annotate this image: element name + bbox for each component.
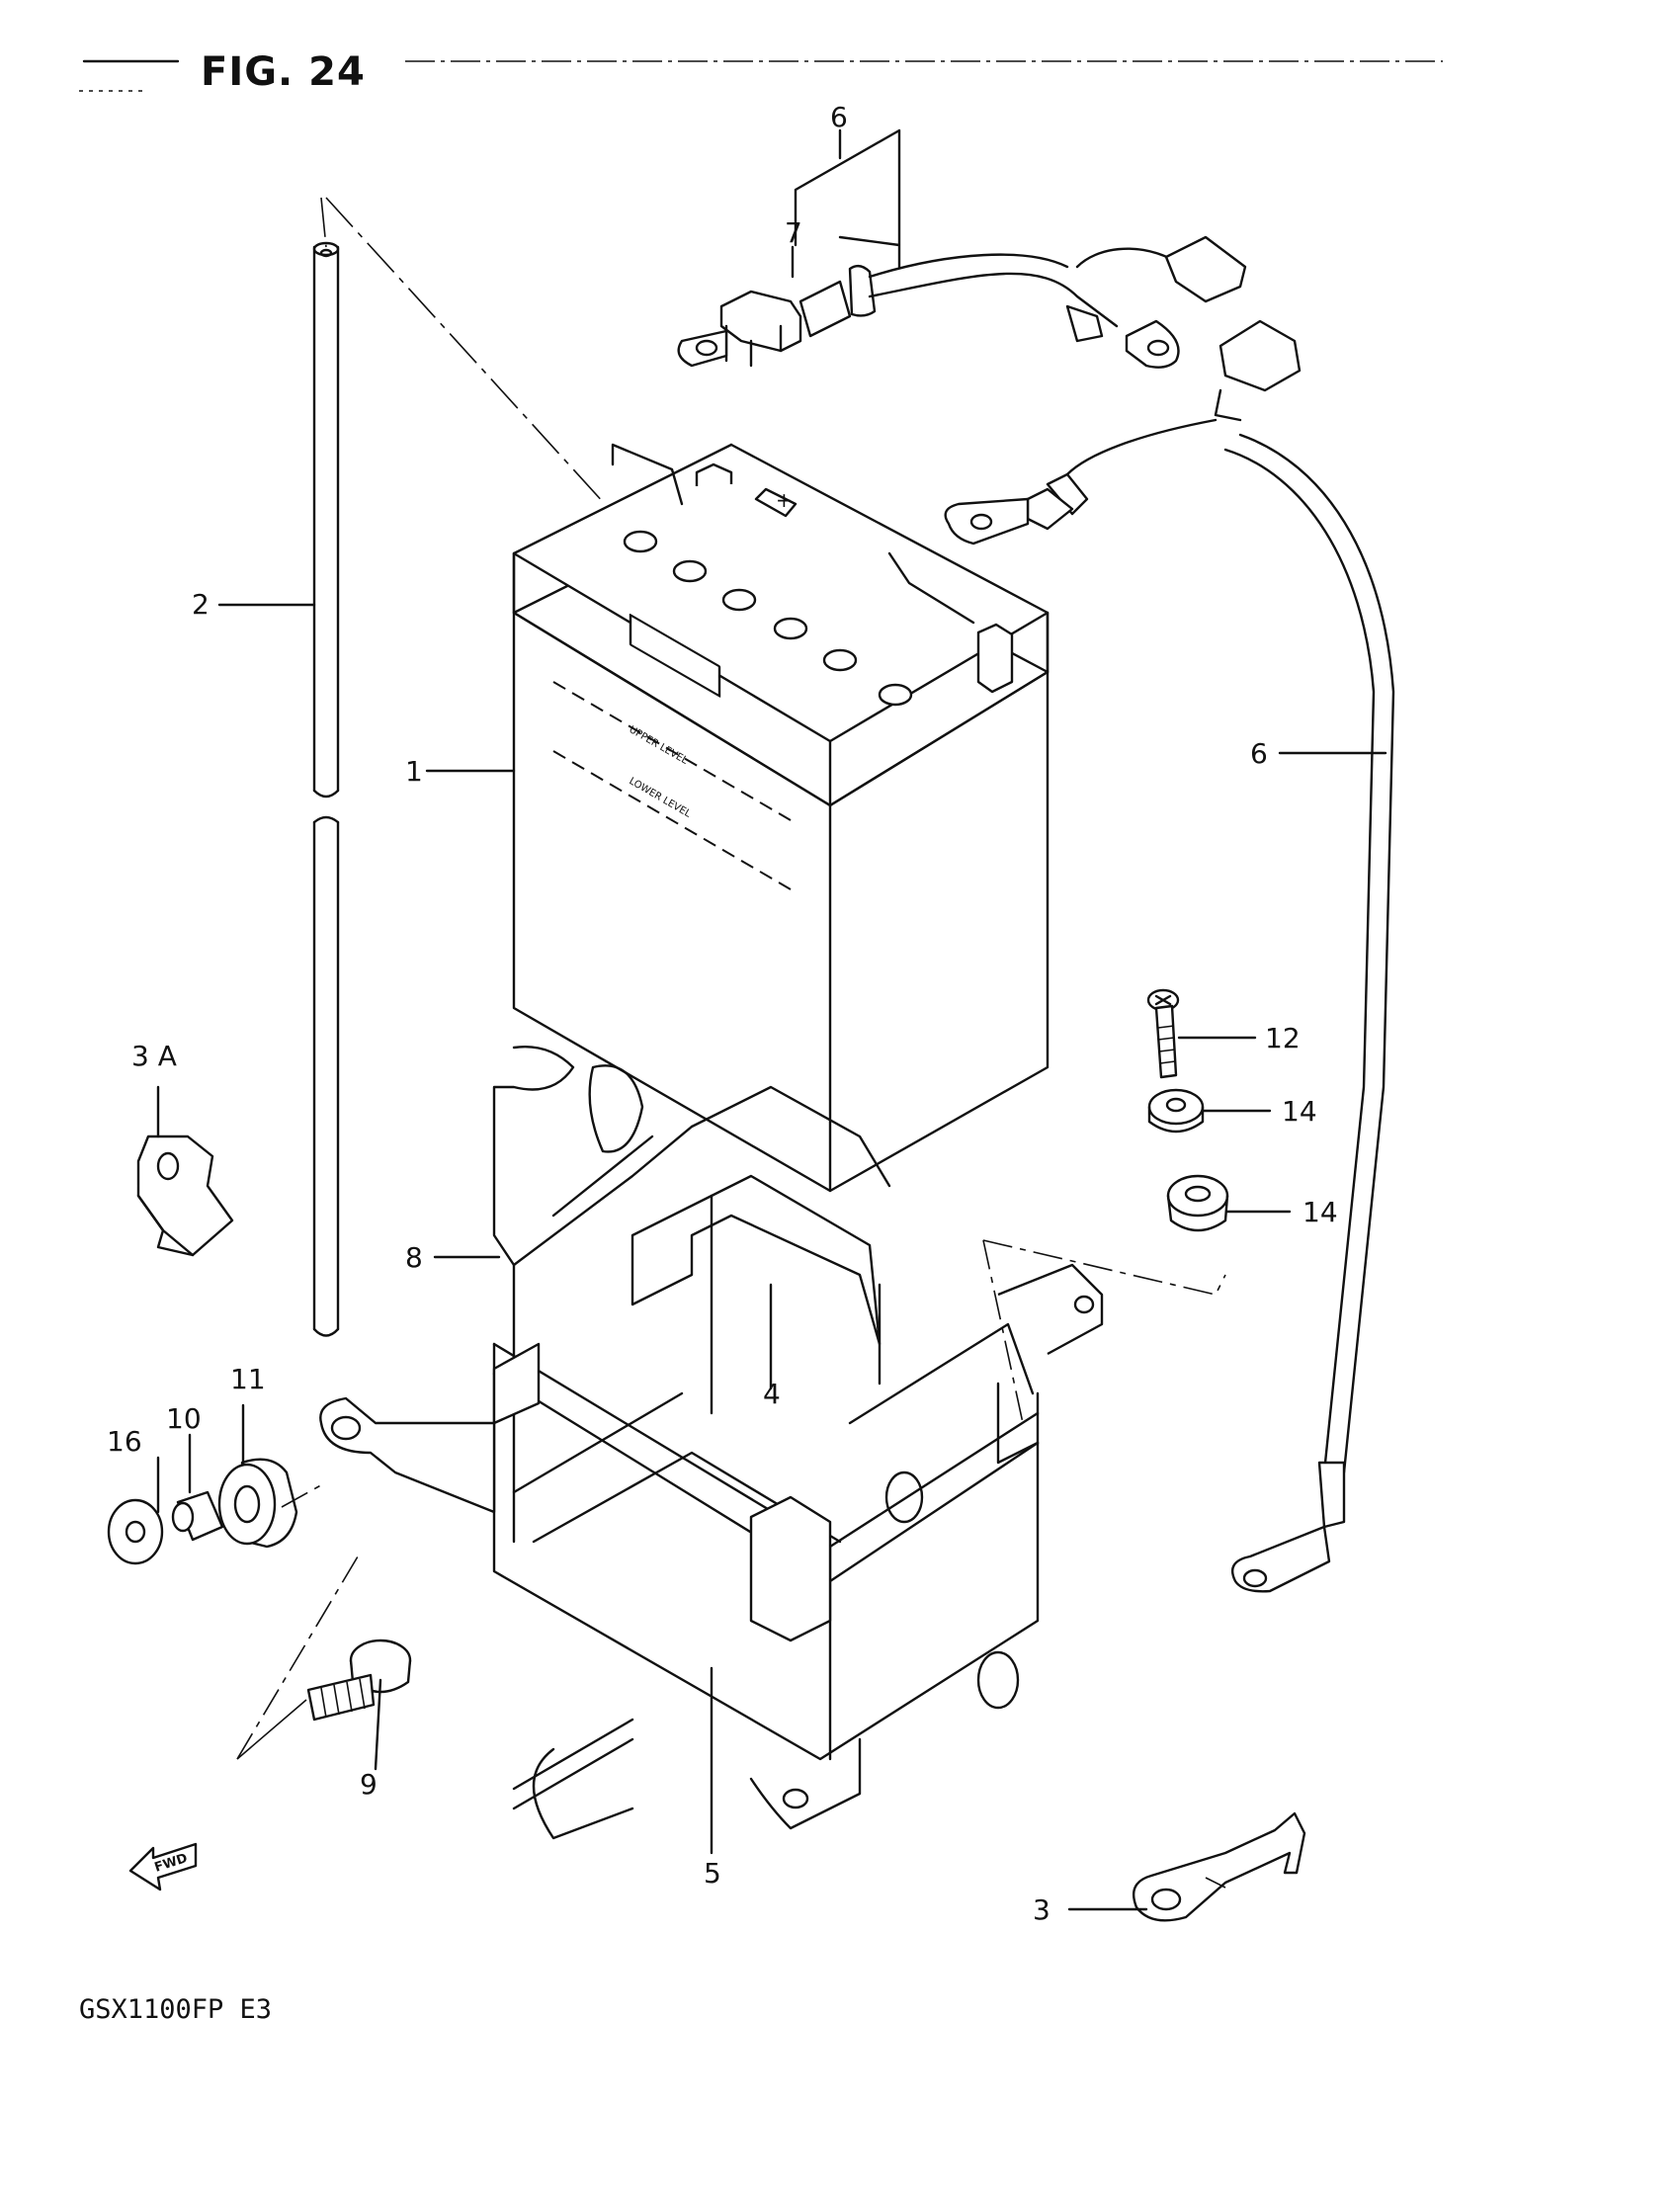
assembly-guide-lines bbox=[236, 1239, 1226, 1760]
part-1-battery: + UPPER LEVEL LOWER LEVEL bbox=[512, 443, 1050, 1193]
leader-lines bbox=[156, 128, 1387, 1911]
callout-6-label: 6 bbox=[1250, 737, 1268, 770]
part-4-retainer bbox=[630, 1174, 882, 1415]
battery-case-callout: 5 bbox=[704, 1857, 721, 1890]
callout-13-label: 12 bbox=[1265, 1022, 1301, 1054]
part-11-collar bbox=[171, 1490, 224, 1542]
part-12-grommet bbox=[217, 1458, 298, 1549]
part-3-clamp bbox=[1132, 1811, 1306, 1922]
callout-8-label: 7 bbox=[785, 216, 802, 249]
callout-3-label: 3 bbox=[1033, 1893, 1050, 1926]
header-rules bbox=[79, 59, 1443, 92]
part-16-washer bbox=[107, 1498, 164, 1565]
callout-12-label: 11 bbox=[230, 1363, 266, 1395]
callout-15-label: 14 bbox=[1302, 1196, 1338, 1228]
part-2-vent-tube bbox=[312, 197, 606, 1337]
callout-10-label: 9 bbox=[360, 1768, 378, 1801]
part-6-battery-cable bbox=[944, 319, 1395, 1593]
callout-labels: 1 6 7 2 1 6 3 A 12 14 14 8 4 11 10 16 9 … bbox=[107, 101, 1338, 1926]
part-14-washer bbox=[1147, 1088, 1205, 1134]
callout-9-label: 8 bbox=[405, 1241, 423, 1274]
forward-arrow-icon: FWD bbox=[128, 1842, 198, 1892]
part-5-battery-case bbox=[319, 1263, 1104, 1840]
callout-3a-label: 3 A bbox=[131, 1040, 177, 1072]
model-code: GSX1100FP E3 bbox=[79, 1994, 273, 2025]
callout-1-label: 1 bbox=[405, 755, 423, 788]
callout-2-label: 2 bbox=[192, 588, 210, 621]
figure-title: FIG. 24 bbox=[201, 49, 366, 95]
part-10-bolt bbox=[306, 1639, 412, 1722]
svg-text:+: + bbox=[776, 488, 793, 512]
callout-4-label: 4 bbox=[763, 1378, 781, 1410]
part-7-wiring-harness bbox=[677, 235, 1247, 369]
part-13-screw bbox=[1146, 988, 1180, 1079]
callout-7-label: 6 bbox=[830, 101, 848, 133]
callout-11-label: 10 bbox=[166, 1402, 202, 1435]
part-3a-clamp bbox=[136, 1135, 234, 1257]
callout-14-label: 14 bbox=[1282, 1095, 1317, 1128]
callout-16-label: 16 bbox=[107, 1425, 142, 1458]
part-15-grommet bbox=[1166, 1174, 1229, 1232]
part-9-battery-holder bbox=[492, 1046, 891, 1544]
